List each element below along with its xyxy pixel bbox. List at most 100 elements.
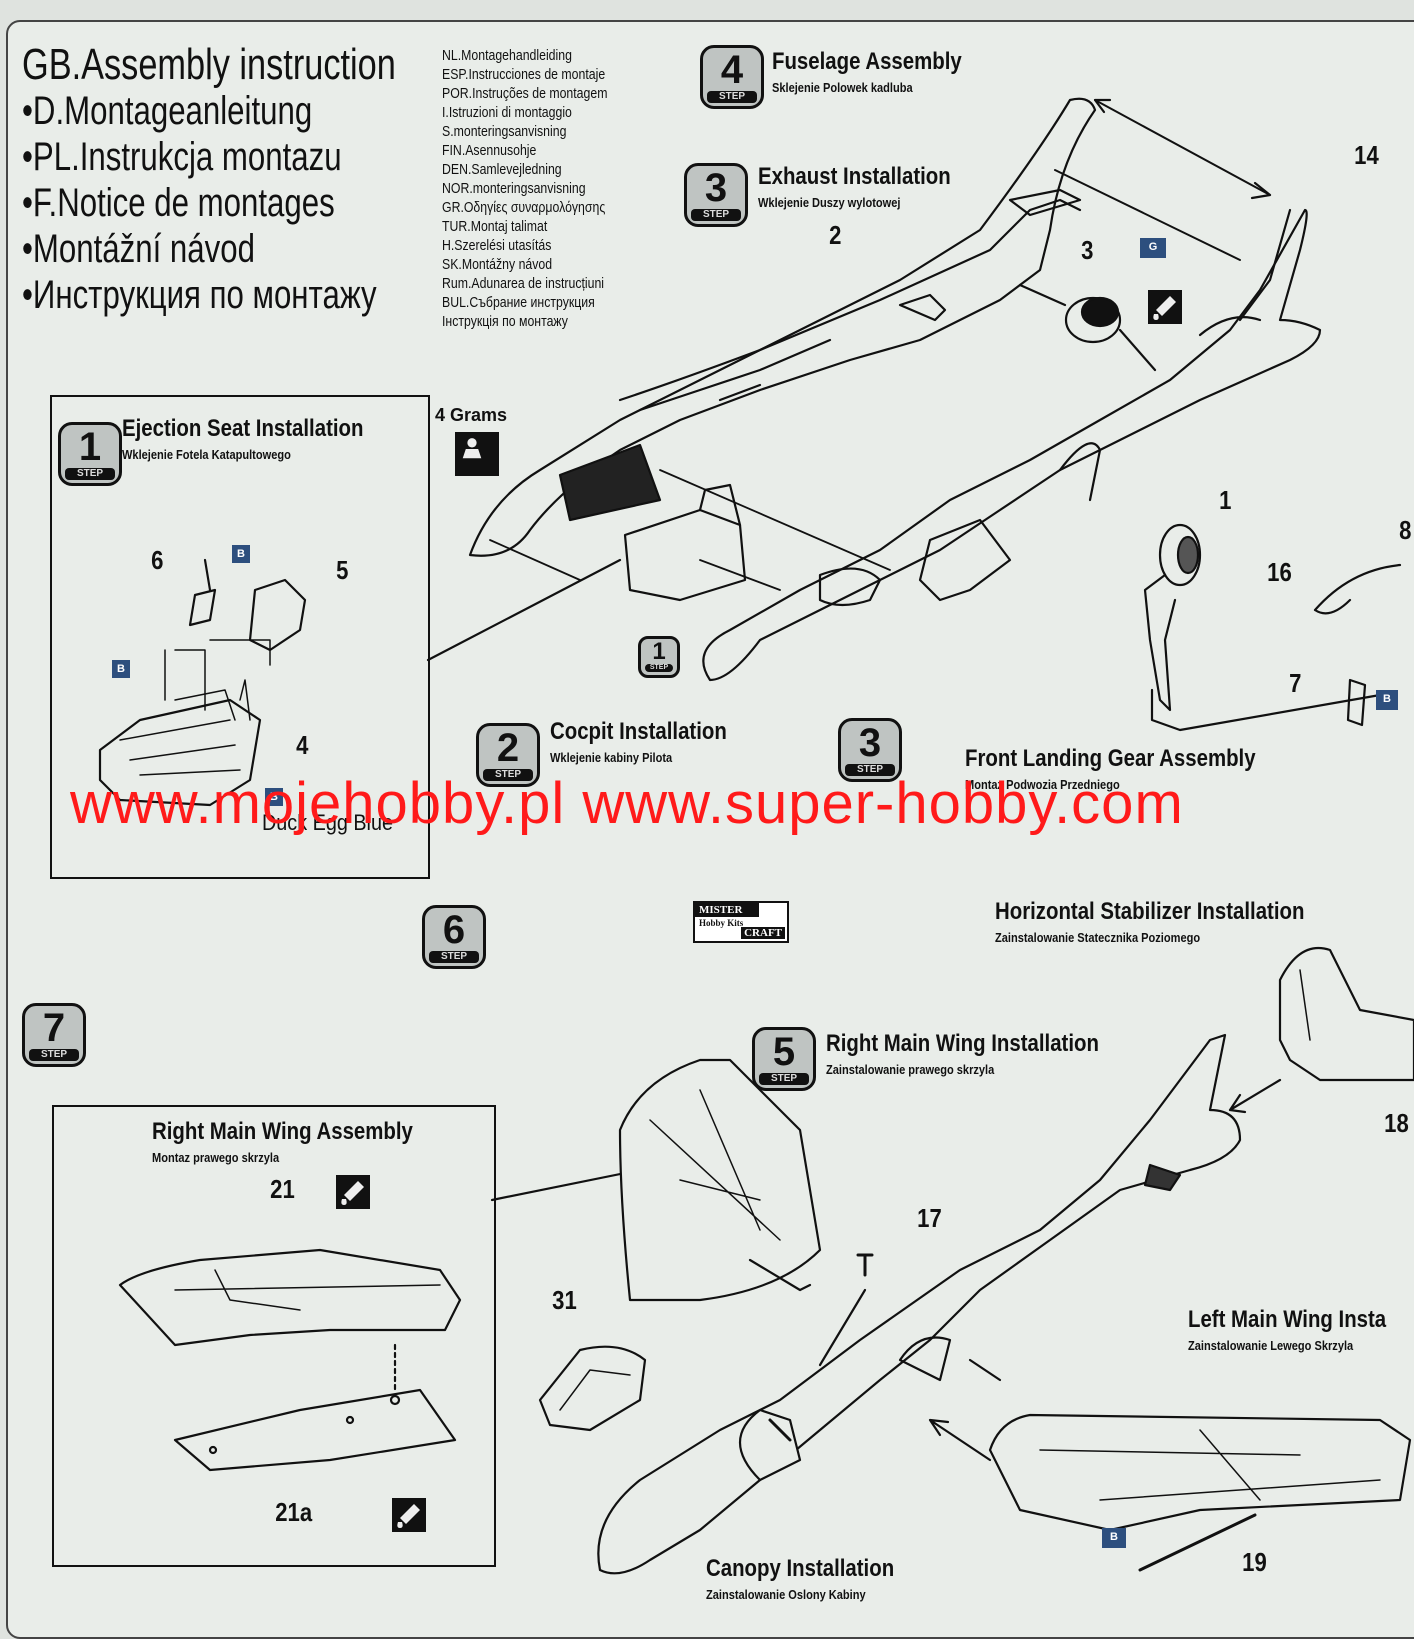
- step1-number: 1: [78, 425, 102, 469]
- step1-small-badge: 1 STEP: [638, 636, 680, 678]
- step1-small-label: STEP: [645, 664, 673, 672]
- logo-line2: Hobby Kits: [699, 918, 744, 928]
- lang-se: S.monteringsanvisning: [442, 123, 567, 140]
- dimension-arrow: [1094, 99, 1271, 196]
- lang-nor: NOR.monteringsanvisning: [442, 180, 586, 197]
- part-6: 6: [151, 545, 164, 575]
- step3-number: 3: [704, 166, 728, 210]
- left-main-wing: [988, 1413, 1412, 1532]
- wing-root-fairing: [918, 518, 1012, 602]
- lang-fin: FIN.Asennusohje: [442, 142, 537, 159]
- pitot-part-19: [1138, 1513, 1257, 1572]
- title-de: •D.Montageanleitung: [22, 89, 313, 133]
- step1-badge: 1 STEP: [58, 422, 122, 486]
- paint-dropper-icon-3: [392, 1498, 426, 1532]
- step7-badge: 7 STEP: [22, 1003, 86, 1067]
- front-gear-strut: [1143, 573, 1177, 712]
- part-19: 19: [1242, 1547, 1267, 1577]
- lang-it: I.Istruzioni di montaggio: [442, 104, 572, 121]
- step4-subtitle: Sklejenie Polowek kadluba: [772, 80, 913, 95]
- step3b-badge: 3 STEP: [838, 718, 902, 782]
- step6-label: STEP: [429, 951, 479, 963]
- step5-title: Right Main Wing Installation: [826, 1030, 1099, 1057]
- step1-label: STEP: [65, 468, 115, 480]
- step1-box: [50, 395, 430, 879]
- lang-sk: SK.Montážny návod: [442, 256, 553, 273]
- logo-line3: CRAFT: [741, 927, 785, 939]
- step4-number: 4: [720, 48, 744, 92]
- part-17-pin: [856, 1253, 874, 1277]
- step3b-label: STEP: [845, 764, 895, 776]
- part-1: 1: [1219, 485, 1232, 515]
- part-31: 31: [552, 1285, 577, 1315]
- lang-hu: H.Szerelési utasítás: [442, 237, 552, 254]
- step5-badge: 5 STEP: [752, 1027, 816, 1091]
- step5-label: STEP: [759, 1073, 809, 1085]
- lang-tur: TUR.Montaj talimat: [442, 218, 548, 235]
- part-4: 4: [296, 730, 309, 760]
- left-wing-subtitle: Zainstalowanie Lewego Skrzyla: [1188, 1338, 1354, 1353]
- right-wing-asm-title: Right Main Wing Assembly: [152, 1118, 413, 1145]
- right-main-wing: [618, 1058, 822, 1302]
- step1-small-number: 1: [652, 638, 666, 665]
- cockpit-interior: [558, 443, 662, 522]
- title-fr: •F.Notice de montages: [22, 181, 335, 225]
- step3b-number: 3: [858, 721, 882, 765]
- weight-note: 4 Grams: [435, 405, 508, 425]
- lang-den: DEN.Samlevejledning: [442, 161, 562, 178]
- lang-esp: ESP.Instrucciones de montaje: [442, 66, 606, 83]
- step4-title: Fuselage Assembly: [772, 48, 962, 75]
- paint-chip-b2: B: [112, 660, 130, 678]
- step2-label: STEP: [483, 769, 533, 781]
- step6-number: 6: [442, 908, 466, 952]
- mister-craft-logo: MISTER Hobby Kits CRAFT: [693, 901, 789, 943]
- step2-subtitle: Wklejenie kabiny Pilota: [550, 750, 673, 765]
- wing-part-21a: [173, 1388, 457, 1472]
- cockpit-tub-part: [623, 508, 747, 602]
- watermark: www.mojehobby.pl www.super-hobby.com: [70, 771, 1184, 836]
- cockpit-opening: [738, 1408, 802, 1482]
- paint-dropper-icon-2: [336, 1175, 370, 1209]
- step7-number: 7: [42, 1006, 66, 1050]
- paint-dropper-icon-1: [1148, 290, 1182, 324]
- part-3: 3: [1081, 235, 1094, 265]
- step2-badge: 2 STEP: [476, 723, 540, 787]
- part-18: 18: [1384, 1108, 1409, 1138]
- title-pl: •PL.Instrukcja montazu: [22, 135, 342, 179]
- step1-title: Ejection Seat Installation: [122, 415, 364, 442]
- title-cz: •Montážní návod: [22, 227, 255, 271]
- paint-chip-g: G: [1140, 238, 1166, 258]
- part-8: 8: [1399, 515, 1412, 545]
- paint-chip-b5: B: [1102, 1528, 1126, 1548]
- canopy-part-31: [538, 1345, 647, 1432]
- logo-line1: MISTER: [695, 903, 759, 917]
- weight-icon: [455, 432, 499, 476]
- lang-gr: GR.Οδηγίες συναρμολόγησης: [442, 199, 606, 216]
- wing-part-21: [118, 1248, 462, 1347]
- fuselage-right-half: [702, 208, 1322, 682]
- paint-chip-b4: B: [1376, 690, 1398, 710]
- step2-title: Cocpit Installation: [550, 718, 727, 745]
- front-gear-title: Front Landing Gear Assembly: [965, 745, 1256, 772]
- paint-chip-b3: B: [265, 788, 283, 806]
- lang-ua: Інструкція по монтажу: [442, 313, 568, 330]
- seat-part-6: [188, 558, 217, 627]
- lang-nl: NL.Montagehandleiding: [442, 47, 572, 64]
- paint-note: Duck Egg Blue: [262, 810, 393, 835]
- step3-label: STEP: [691, 209, 741, 221]
- part-21: 21: [270, 1174, 295, 1204]
- horizontal-stabilizer: [1278, 946, 1414, 1082]
- part-5: 5: [336, 555, 349, 585]
- lang-bul: BUL.Събрание инструкция: [442, 294, 595, 311]
- hstab-title: Horizontal Stabilizer Installation: [995, 898, 1305, 925]
- step7-callout-line: [490, 1168, 642, 1202]
- paint-chip-b1: B: [232, 545, 250, 563]
- step1-callout-line: [426, 558, 622, 662]
- lang-por: POR.Instruções de montagem: [442, 85, 608, 102]
- step3-title: Exhaust Installation: [758, 163, 951, 190]
- part-7: 7: [1289, 668, 1302, 698]
- front-gear-subtitle: Montaz Podwozia Przedniego: [965, 777, 1120, 792]
- part-14: 14: [1354, 140, 1379, 170]
- step3-subtitle: Wklejenie Duszy wylotowej: [758, 195, 901, 210]
